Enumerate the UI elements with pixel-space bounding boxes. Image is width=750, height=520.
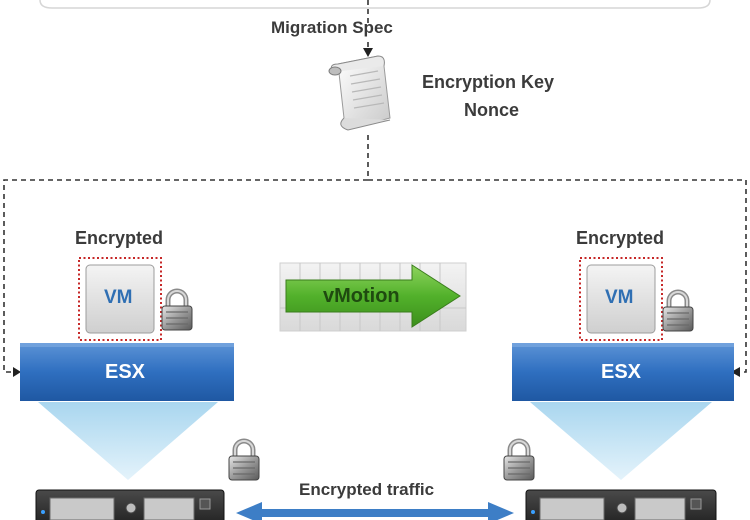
migration-spec-label: Migration Spec (271, 18, 393, 37)
source-esx-bar (20, 343, 234, 401)
dest-vm-label: VM (605, 287, 634, 308)
source-vm-label: VM (104, 287, 133, 308)
encrypted-traffic-arrow (236, 502, 514, 520)
source-encrypted-label: Encrypted (75, 228, 164, 248)
dest-cone (530, 402, 712, 480)
vmotion-label: vMotion (323, 285, 400, 307)
top-panel-edge (39, 0, 711, 9)
vmotion-arrow (285, 264, 461, 328)
server-icon (525, 489, 717, 520)
dest-vm-box (586, 264, 656, 334)
scroll-icon (328, 55, 391, 131)
right-esx-arrowhead (731, 367, 740, 377)
left-esx-arrowhead (13, 367, 21, 377)
dest-esx-bar (512, 343, 734, 401)
encrypted-traffic-label: Encrypted traffic (299, 480, 435, 499)
encryption-key-label: Encryption Key (422, 72, 555, 92)
source-vm-dotted-border (78, 257, 162, 341)
padlock-icon (229, 441, 259, 480)
spec-arrowhead (363, 48, 373, 57)
padlock-icon (504, 441, 534, 480)
source-cone (38, 402, 218, 480)
dest-esx-label: ESX (601, 361, 642, 383)
dest-vm-dotted-border (579, 257, 663, 341)
source-vm-box (85, 264, 155, 334)
server-icon (35, 489, 225, 520)
source-esx-label: ESX (105, 361, 146, 383)
padlock-icon (162, 291, 192, 330)
padlock-icon (663, 292, 693, 331)
control-path-lines (3, 0, 747, 373)
dest-encrypted-label: Encrypted (576, 228, 665, 248)
nonce-label: Nonce (464, 100, 520, 120)
